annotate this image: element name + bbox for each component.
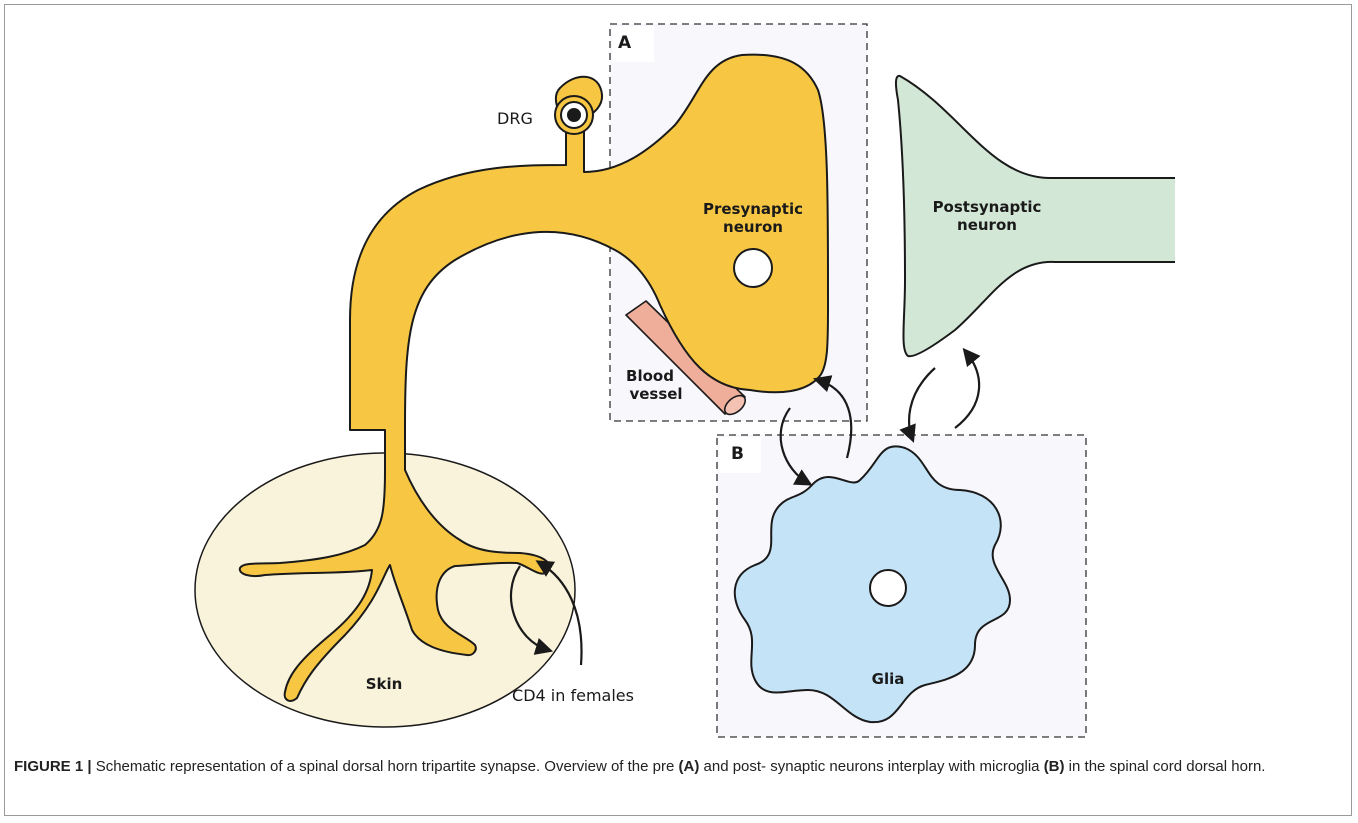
drg-cell-body [555,96,593,134]
cd4-label: CD4 in females [512,686,634,705]
postsynaptic-label-line2: neuron [957,216,1017,234]
presynaptic-label-line1: Presynaptic [703,200,803,218]
caption-ref-b: (B) [1044,758,1065,775]
caption-ref-a: (A) [679,758,700,775]
panel-a-label: A [618,33,632,53]
caption-text-1: Schematic representation of a spinal dor… [92,758,679,775]
glia-nucleus [870,570,906,606]
caption-text-3: in the spinal cord dorsal horn. [1065,758,1266,775]
tripartite-synapse-diagram: A B DRG Presynaptic neuron Postsynaptic … [0,0,1358,750]
caption-figure-label: FIGURE 1 | [14,758,92,775]
postsynaptic-label-line1: Postsynaptic [933,198,1042,216]
figure-caption: FIGURE 1 | Schematic representation of a… [14,755,1339,778]
presynaptic-nucleus [734,249,772,287]
blood-vessel-label-line2: vessel [629,385,682,403]
arrow-post-to-glia [909,368,935,438]
caption-text-2: and post- synaptic neurons interplay wit… [699,758,1043,775]
panel-b-label: B [731,444,744,464]
arrow-glia-to-post [955,352,979,428]
skin-label: Skin [366,675,403,693]
blood-vessel-label-line1: Blood [626,367,674,385]
glia-label: Glia [872,670,905,688]
postsynaptic-neuron [896,76,1175,356]
presynaptic-label-line2: neuron [723,218,783,236]
drg-label: DRG [497,109,533,128]
